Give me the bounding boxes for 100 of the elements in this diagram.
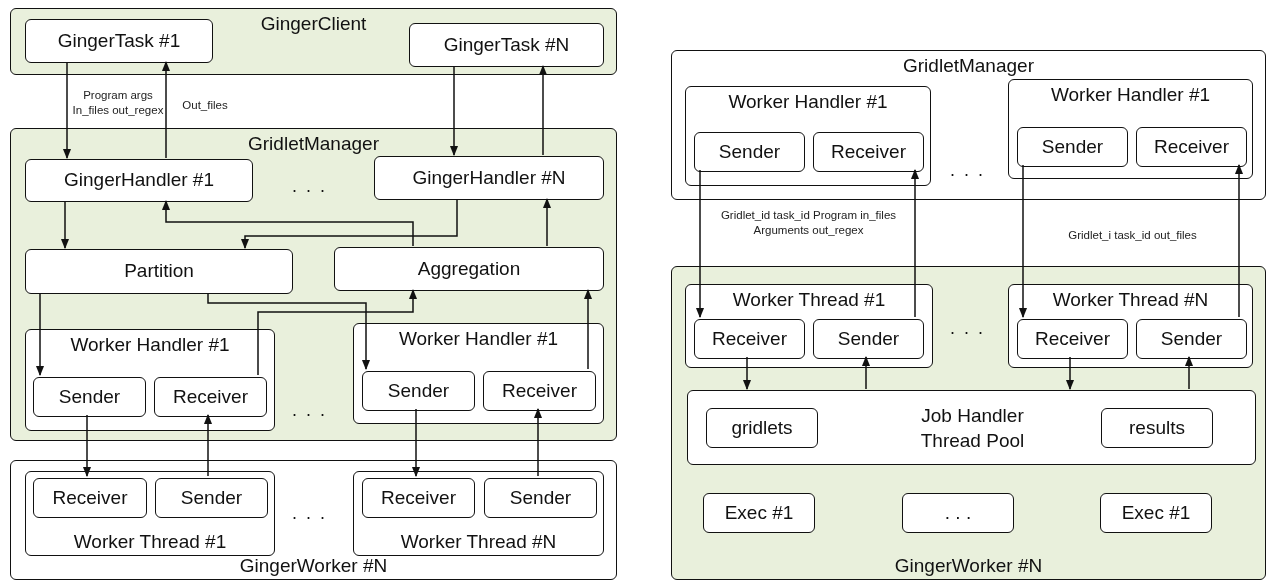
component-box xyxy=(1008,284,1253,368)
node-label: Receiver xyxy=(502,379,577,402)
node-label: results xyxy=(1129,416,1185,439)
component-box xyxy=(685,284,933,368)
group-title: GingerWorker #N xyxy=(239,555,388,577)
component-box xyxy=(353,323,604,424)
arrow xyxy=(62,61,72,160)
node-label: GingerTask #1 xyxy=(57,29,181,52)
component-box xyxy=(685,86,931,186)
process-box xyxy=(813,132,924,172)
arrow xyxy=(533,407,543,477)
node-label: Exec #1 xyxy=(1121,501,1191,524)
component-box xyxy=(25,329,275,431)
node-label: Sender xyxy=(58,385,121,408)
process-box xyxy=(409,23,604,67)
node-label: Sender xyxy=(1160,327,1223,350)
group-title: Worker Handler #1 xyxy=(1050,84,1211,106)
arrow xyxy=(1234,163,1244,318)
group-title: Worker Thread #N xyxy=(400,531,557,553)
process-box xyxy=(813,319,924,359)
process-box xyxy=(154,377,267,417)
node-label: Partition xyxy=(124,260,194,282)
node-label: . . . xyxy=(944,501,972,524)
node-label: Receiver xyxy=(381,486,456,509)
ellipsis: . . . xyxy=(950,160,985,181)
group-panel xyxy=(10,460,617,580)
group-panel xyxy=(671,266,1266,580)
group-title: GridletManager xyxy=(248,133,379,155)
process-box xyxy=(694,132,805,172)
group-panel xyxy=(10,8,617,75)
process-box xyxy=(334,247,604,291)
process-box xyxy=(902,493,1014,533)
arrow xyxy=(1184,355,1194,390)
process-box xyxy=(362,371,475,411)
process-box xyxy=(483,371,596,411)
component-box xyxy=(687,390,1256,465)
arrow xyxy=(240,198,458,250)
node-label: Sender xyxy=(387,379,450,402)
node-label: Receiver xyxy=(831,140,906,163)
edge-label: Program args In_files out_regex xyxy=(72,88,164,118)
arrow xyxy=(35,292,45,377)
process-box xyxy=(25,249,293,294)
arrow xyxy=(449,65,459,157)
group-title: GingerWorker #N xyxy=(894,555,1043,577)
arrow xyxy=(910,168,920,318)
node-label: Receiver xyxy=(712,327,787,350)
component-box xyxy=(25,471,275,556)
ellipsis: . . . xyxy=(292,176,327,197)
process-box xyxy=(484,478,597,518)
process-box xyxy=(374,156,604,200)
group-title: Worker Thread #N xyxy=(1052,289,1209,311)
process-box xyxy=(1100,493,1212,533)
process-box xyxy=(25,159,253,202)
group-panel xyxy=(671,50,1266,200)
ellipsis: . . . xyxy=(950,318,985,339)
arrow xyxy=(861,355,871,390)
process-box xyxy=(1136,127,1247,167)
group-title: Worker Thread #1 xyxy=(732,289,886,311)
group-title: GingerClient xyxy=(260,13,367,35)
group-title: GridletManager xyxy=(903,55,1034,77)
process-box xyxy=(1101,408,1213,448)
node-label: GingerTask #N xyxy=(443,33,570,56)
node-label: GingerHandler #N xyxy=(412,166,566,189)
group-title: Worker Handler #1 xyxy=(398,328,559,350)
group-panel xyxy=(10,128,617,441)
group-title: Worker Handler #1 xyxy=(70,334,230,356)
node-label: Sender xyxy=(718,140,781,163)
node-label: Sender xyxy=(837,327,900,350)
group-title: Worker Handler #1 xyxy=(728,91,888,113)
process-box xyxy=(33,478,147,518)
component-box xyxy=(1008,79,1253,179)
node-label: Receiver xyxy=(1154,135,1229,158)
process-box xyxy=(25,19,213,63)
node-label: Exec #1 xyxy=(724,501,794,524)
node-label: Receiver xyxy=(52,486,128,509)
process-box xyxy=(1136,319,1247,359)
node-label: Sender xyxy=(1041,135,1104,158)
process-box xyxy=(1017,319,1128,359)
component-box xyxy=(353,471,604,556)
node-label: Aggregation xyxy=(417,257,521,280)
process-box xyxy=(703,493,815,533)
node-label: gridlets xyxy=(731,416,793,439)
node-label: Receiver xyxy=(173,385,248,408)
node-label: Sender xyxy=(180,486,243,509)
process-box xyxy=(706,408,818,448)
arrow xyxy=(203,413,213,477)
group-title: Worker Thread #1 xyxy=(73,531,227,553)
node-label: GingerHandler #1 xyxy=(64,169,214,191)
node-label: Sender xyxy=(509,486,572,509)
node-label: Receiver xyxy=(1035,327,1110,350)
ellipsis: . . . xyxy=(292,503,327,524)
process-box xyxy=(155,478,268,518)
process-box xyxy=(362,478,475,518)
ellipsis: . . . xyxy=(292,400,327,421)
process-box xyxy=(33,377,146,417)
arrow xyxy=(60,200,70,250)
group-title: Job Handler Thread Pool xyxy=(919,404,1026,453)
process-box xyxy=(694,319,805,359)
process-box xyxy=(1017,127,1128,167)
arrow xyxy=(207,292,371,371)
